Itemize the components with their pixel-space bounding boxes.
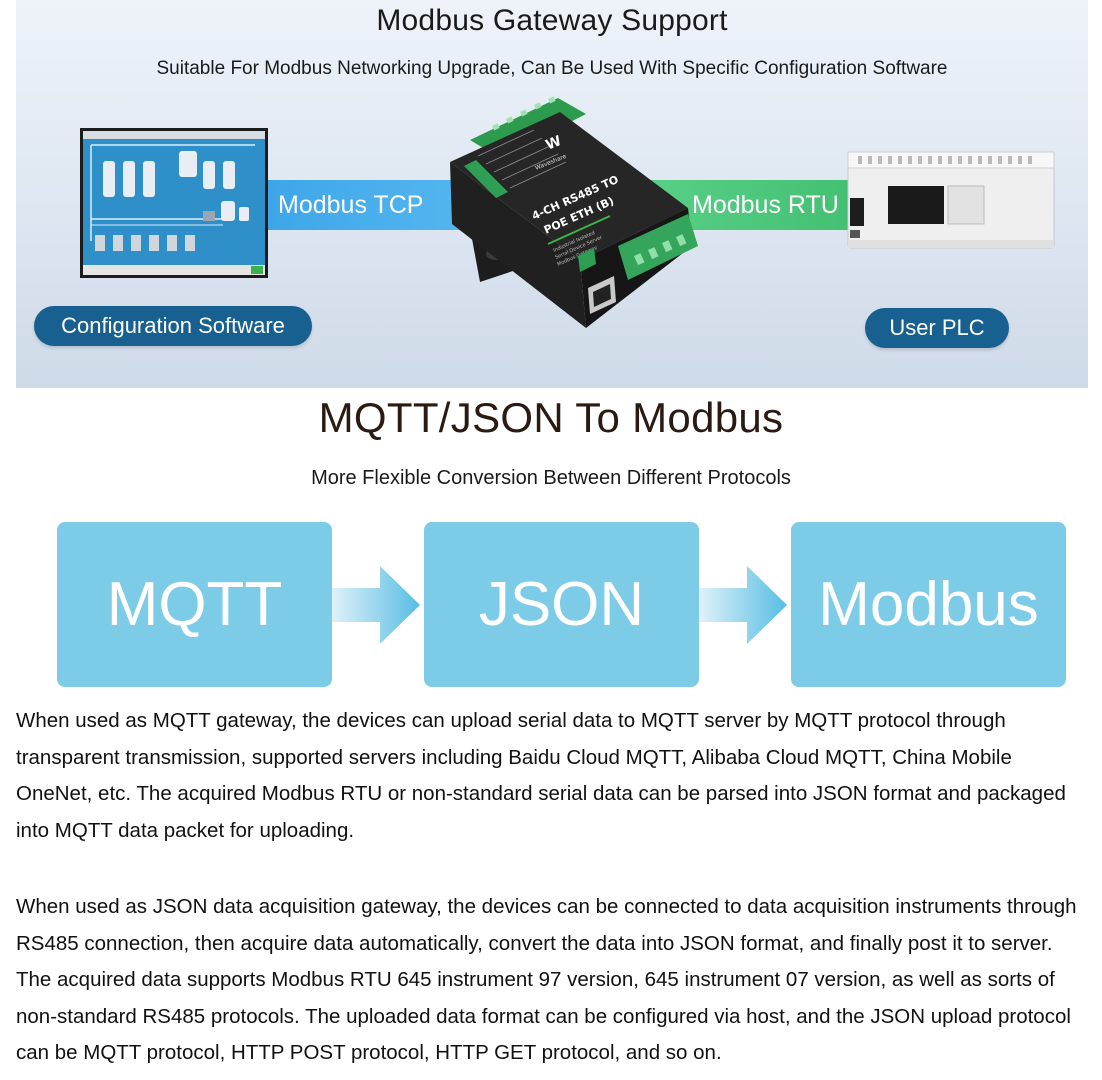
flow-arrow-icon bbox=[699, 560, 789, 650]
modbus-tcp-band: Modbus TCP bbox=[268, 180, 468, 230]
section-subtitle: More Flexible Conversion Between Differe… bbox=[311, 467, 791, 489]
banner-title: Modbus Gateway Support bbox=[376, 4, 728, 37]
modbus-tcp-label: Modbus TCP bbox=[278, 191, 424, 219]
configuration-software-label: Configuration Software bbox=[34, 306, 312, 346]
json-gateway-description: When used as JSON data acquisition gatew… bbox=[16, 895, 1077, 1064]
flow-box-json: JSON bbox=[424, 522, 699, 687]
flow-arrow-icon bbox=[332, 560, 422, 650]
gateway-device-image: W Waveshare 4-CH RS485 TO POE ETH (B) In… bbox=[430, 96, 700, 336]
modbus-rtu-label: Modbus RTU bbox=[692, 191, 839, 219]
user-plc-label: User PLC bbox=[865, 308, 1009, 348]
plc-image bbox=[828, 148, 1058, 258]
scada-screen-image bbox=[80, 128, 268, 278]
svg-text:W: W bbox=[544, 133, 564, 154]
flow-box-modbus: Modbus bbox=[791, 522, 1066, 687]
flow-box-mqtt: MQTT bbox=[57, 522, 332, 687]
gateway-banner: Modbus Gateway Support Suitable For Modb… bbox=[16, 0, 1088, 388]
section-title: MQTT/JSON To Modbus bbox=[318, 394, 784, 441]
mqtt-gateway-description: When used as MQTT gateway, the devices c… bbox=[16, 709, 1066, 842]
banner-subtitle: Suitable For Modbus Networking Upgrade, … bbox=[156, 58, 948, 79]
